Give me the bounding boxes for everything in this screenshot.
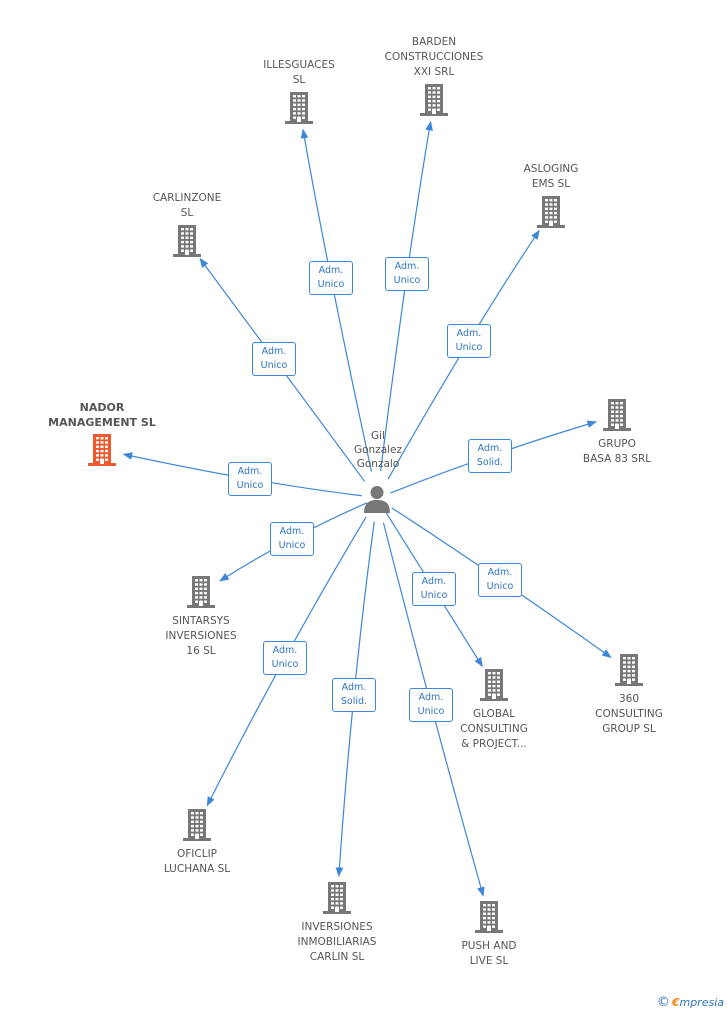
role-badge-sintarsys[interactable]: Adm. Unico bbox=[270, 522, 314, 556]
building-icon[interactable] bbox=[170, 224, 204, 263]
role-badge-line: Adm. bbox=[418, 692, 444, 703]
role-badge-line: Adm. bbox=[261, 346, 287, 357]
building-icon[interactable] bbox=[600, 398, 634, 437]
building-icon[interactable] bbox=[282, 91, 316, 130]
company-label-carlinzone[interactable]: CARLINZONE SL bbox=[152, 192, 222, 219]
role-badge-line: Adm. bbox=[237, 466, 263, 477]
role-badge-line: Unico bbox=[417, 706, 445, 717]
role-badge-asloging[interactable]: Adm. Unico bbox=[447, 324, 491, 358]
building-icon[interactable] bbox=[85, 433, 119, 472]
company-label-consulting-360[interactable]: 360 CONSULTING GROUP SL bbox=[595, 693, 663, 735]
brand-name: mpresia bbox=[679, 996, 724, 1009]
building-icon[interactable] bbox=[472, 900, 506, 939]
edge-illesguaces bbox=[300, 128, 373, 472]
role-badge-oficlip[interactable]: Adm. Unico bbox=[263, 641, 307, 675]
footer-brand: ©€mpresia bbox=[657, 995, 724, 1010]
role-badge-barden[interactable]: Adm. Unico bbox=[385, 257, 429, 291]
company-label-illesguaces[interactable]: ILLESGUACES SL bbox=[263, 59, 335, 86]
role-badge-line: Adm. bbox=[421, 576, 447, 587]
role-badge-line: Adm. bbox=[279, 526, 305, 537]
company-label-inversiones-carlin[interactable]: INVERSIONES INMOBILIARIAS CARLIN SL bbox=[297, 921, 377, 963]
role-badge-line: Unico bbox=[455, 342, 483, 353]
role-badge-inversiones-carlin[interactable]: Adm. Solid. bbox=[332, 678, 376, 712]
company-label-asloging[interactable]: ASLOGING EMS SL bbox=[523, 163, 579, 190]
role-badge-global-consulting[interactable]: Adm. Unico bbox=[412, 572, 456, 606]
role-badge-line: Adm. bbox=[394, 261, 420, 272]
role-badge-nador[interactable]: Adm. Unico bbox=[228, 462, 272, 496]
building-icon[interactable] bbox=[612, 653, 646, 692]
role-badge-line: Solid. bbox=[476, 457, 504, 468]
person-name: Gil Gonzalez Gonzalo bbox=[353, 430, 403, 470]
building-icon[interactable] bbox=[477, 668, 511, 707]
role-badge-line: Unico bbox=[420, 590, 448, 601]
role-badge-illesguaces[interactable]: Adm. Unico bbox=[309, 261, 353, 295]
company-label-barden[interactable]: BARDEN CONSTRUCCIONES XXI SRL bbox=[384, 36, 484, 78]
building-icon[interactable] bbox=[417, 83, 451, 122]
company-label-grupo-basa[interactable]: GRUPO BASA 83 SRL bbox=[582, 438, 652, 465]
building-icon[interactable] bbox=[180, 808, 214, 847]
role-badge-line: Unico bbox=[278, 540, 306, 551]
company-label-push-live[interactable]: PUSH AND LIVE SL bbox=[461, 940, 517, 967]
role-badge-push-live[interactable]: Adm. Unico bbox=[409, 688, 453, 722]
role-badge-grupo-basa[interactable]: Adm. Solid. bbox=[468, 439, 512, 473]
role-badge-line: Unico bbox=[260, 360, 288, 371]
building-icon[interactable] bbox=[184, 575, 218, 614]
copyright-symbol: © bbox=[656, 995, 670, 1010]
role-badge-line: Solid. bbox=[340, 696, 368, 707]
company-label-nador[interactable]: NADOR MANAGEMENT SL bbox=[48, 401, 156, 429]
role-badge-carlinzone[interactable]: Adm. Unico bbox=[252, 342, 296, 376]
role-badge-line: Adm. bbox=[341, 682, 367, 693]
company-label-sintarsys[interactable]: SINTARSYS INVERSIONES 16 SL bbox=[165, 615, 237, 657]
role-badge-line: Adm. bbox=[477, 443, 503, 454]
building-icon[interactable] bbox=[534, 195, 568, 234]
role-badge-line: Unico bbox=[317, 279, 345, 290]
brand-logo-e: € bbox=[671, 996, 680, 1009]
role-badge-line: Unico bbox=[486, 581, 514, 592]
role-badge-line: Unico bbox=[236, 480, 264, 491]
role-badge-line: Adm. bbox=[487, 567, 513, 578]
company-label-global-consulting[interactable]: GLOBAL CONSULTING & PROJECT... bbox=[460, 708, 528, 750]
company-label-oficlip[interactable]: OFICLIP LUCHANA SL bbox=[163, 848, 231, 875]
person-icon[interactable] bbox=[362, 484, 392, 519]
role-badge-line: Adm. bbox=[318, 265, 344, 276]
role-badge-line: Unico bbox=[271, 659, 299, 670]
role-badge-line: Unico bbox=[393, 275, 421, 286]
role-badge-line: Adm. bbox=[272, 645, 298, 656]
role-badge-line: Adm. bbox=[456, 328, 482, 339]
building-icon[interactable] bbox=[320, 881, 354, 920]
role-badge-consulting-360[interactable]: Adm. Unico bbox=[478, 563, 522, 597]
